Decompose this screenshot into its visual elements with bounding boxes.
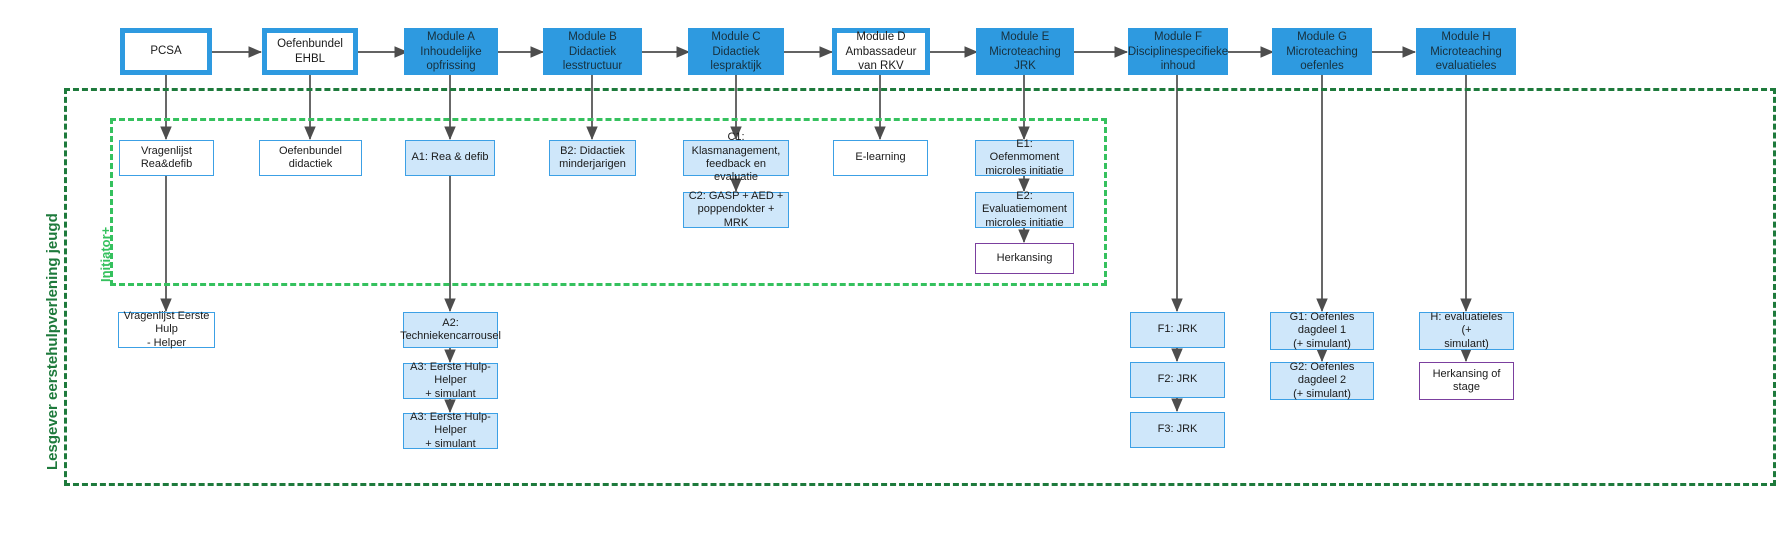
node-f2-jrk[interactable]: F2: JRK <box>1130 362 1225 398</box>
node-oefenbundel-ehbl[interactable]: Oefenbundel EHBL <box>262 28 358 75</box>
group-label-initiator: Initiator+ <box>98 226 113 282</box>
node-herkansing-e[interactable]: Herkansing <box>975 243 1074 274</box>
node-a1-rea-defib[interactable]: A1: Rea & defib <box>405 140 495 176</box>
node-h-evaluatieles[interactable]: H: evaluatieles (+simulant) <box>1419 311 1514 350</box>
group-frame-lesgever <box>64 88 1776 486</box>
node-e-learning[interactable]: E-learning <box>833 140 928 176</box>
node-c2-gasp-aed[interactable]: C2: GASP + AED +poppendokter + MRK <box>683 190 789 229</box>
node-vragenlijst-eerste-hulp-helper[interactable]: Vragenlijst Eerste Hulp- Helper <box>118 310 215 349</box>
node-f3-jrk[interactable]: F3: JRK <box>1130 412 1225 448</box>
node-g2-oefenles-dagdeel-2[interactable]: G2: Oefenles dagdeel 2(+ simulant) <box>1270 361 1374 400</box>
node-herkansing-of-stage[interactable]: Herkansing of stage <box>1419 362 1514 400</box>
group-frame-initiator <box>110 118 1107 286</box>
node-c1-klasmanagement[interactable]: C1: Klasmanagement,feedback en evaluatie <box>683 131 789 183</box>
node-a3-eerste-hulp-helper-2[interactable]: A3: Eerste Hulp-Helper+ simulant <box>403 411 498 450</box>
node-oefenbundel-didactiek[interactable]: Oefenbundel didactiek <box>259 140 362 176</box>
group-label-lesgever: Lesgever eerstehulpverlening jeugd <box>44 213 61 470</box>
node-g1-oefenles-dagdeel-1[interactable]: G1: Oefenles dagdeel 1(+ simulant) <box>1270 311 1374 350</box>
node-f1-jrk[interactable]: F1: JRK <box>1130 312 1225 348</box>
node-a3-eerste-hulp-helper-1[interactable]: A3: Eerste Hulp-Helper+ simulant <box>403 361 498 400</box>
node-vragenlijst-rea-defib[interactable]: Vragenlijst Rea&defib <box>119 140 214 176</box>
node-a2-techniekencarrousel[interactable]: A2:Techniekencarrousel <box>400 312 501 348</box>
node-pcsa[interactable]: PCSA <box>120 28 212 75</box>
